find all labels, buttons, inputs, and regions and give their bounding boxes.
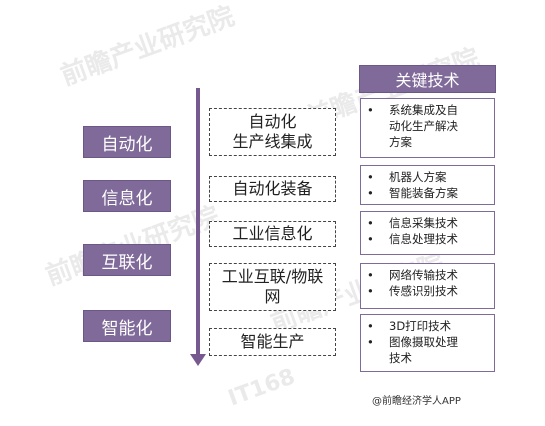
- tech-box-line: 生产线集成: [232, 132, 313, 151]
- key-tech-item-line: 传感识别技术: [389, 284, 458, 298]
- key-tech-item-line: 3D打印技术: [389, 319, 452, 333]
- bullet: •: [367, 335, 374, 349]
- key-tech-item-line: 信息处理技术: [389, 232, 458, 246]
- stage-intelligence: 智能化: [83, 310, 171, 342]
- tech-box-smart-production: 智能生产: [209, 328, 336, 356]
- key-tech-item: • 系统集成及自动化生产解决方案: [367, 102, 490, 150]
- tech-box-line: 工业互联/物联: [221, 267, 324, 286]
- tech-box-production-line: 自动化 生产线集成: [209, 108, 336, 156]
- progression-arrow-head: [190, 354, 206, 366]
- key-tech-group: • 机器人方案 • 智能装备方案: [360, 165, 495, 205]
- watermark: 前瞻产业研究院: [57, 1, 239, 92]
- tech-box-industrial-iot: 工业互联/物联 网: [209, 263, 336, 311]
- key-tech-item: • 信息处理技术: [367, 231, 490, 247]
- tech-box-line: 工业信息化: [232, 224, 313, 243]
- key-tech-item-line: 技术: [389, 351, 412, 365]
- key-tech-item-line: 动化生产解决: [389, 119, 458, 133]
- key-tech-item-line: 系统集成及自: [389, 103, 458, 117]
- bullet: •: [367, 319, 374, 333]
- bullet: •: [367, 284, 374, 298]
- key-tech-item-line: 机器人方案: [389, 170, 447, 184]
- bullet: •: [367, 170, 374, 184]
- key-tech-item-line: 智能装备方案: [389, 186, 458, 200]
- key-tech-header: 关键技术: [359, 65, 496, 93]
- key-tech-item: • 传感识别技术: [367, 283, 490, 299]
- tech-box-line: 智能生产: [240, 332, 305, 351]
- bullet: •: [367, 232, 374, 246]
- key-tech-group: • 网络传输技术 • 传感识别技术: [360, 263, 495, 309]
- bullet: •: [367, 216, 374, 230]
- key-tech-item-line: 网络传输技术: [389, 268, 458, 282]
- key-tech-item: • 智能装备方案: [367, 185, 490, 201]
- progression-arrow-line: [196, 88, 200, 360]
- key-tech-group: • 3D打印技术 • 图像摄取处理技术: [360, 314, 495, 372]
- source-credit: @前瞻经济学人APP: [372, 396, 461, 407]
- key-tech-item-line: 图像摄取处理: [389, 335, 458, 349]
- tech-box-line: 网: [264, 287, 281, 306]
- stage-informatization: 信息化: [83, 180, 171, 212]
- tech-box-industrial-informatization: 工业信息化: [209, 221, 336, 247]
- key-tech-item: • 信息采集技术: [367, 215, 490, 231]
- key-tech-item: • 图像摄取处理技术: [367, 334, 490, 366]
- tech-box-line: 自动化装备: [232, 179, 313, 198]
- tech-box-automation-equipment: 自动化装备: [209, 176, 336, 202]
- key-tech-item-line: 方案: [389, 135, 412, 149]
- key-tech-group: • 信息采集技术 • 信息处理技术: [360, 211, 495, 255]
- key-tech-item: • 机器人方案: [367, 169, 490, 185]
- key-tech-item-line: 信息采集技术: [389, 216, 458, 230]
- tech-box-line: 自动化: [248, 112, 297, 131]
- brand-watermark: IT168: [225, 364, 299, 412]
- key-tech-item: • 3D打印技术: [367, 318, 490, 334]
- bullet: •: [367, 268, 374, 282]
- stage-automation: 自动化: [83, 126, 171, 158]
- stage-interconnection: 互联化: [83, 244, 171, 276]
- key-tech-item: • 网络传输技术: [367, 267, 490, 283]
- bullet: •: [367, 103, 374, 117]
- key-tech-group: • 系统集成及自动化生产解决方案: [360, 98, 495, 158]
- bullet: •: [367, 186, 374, 200]
